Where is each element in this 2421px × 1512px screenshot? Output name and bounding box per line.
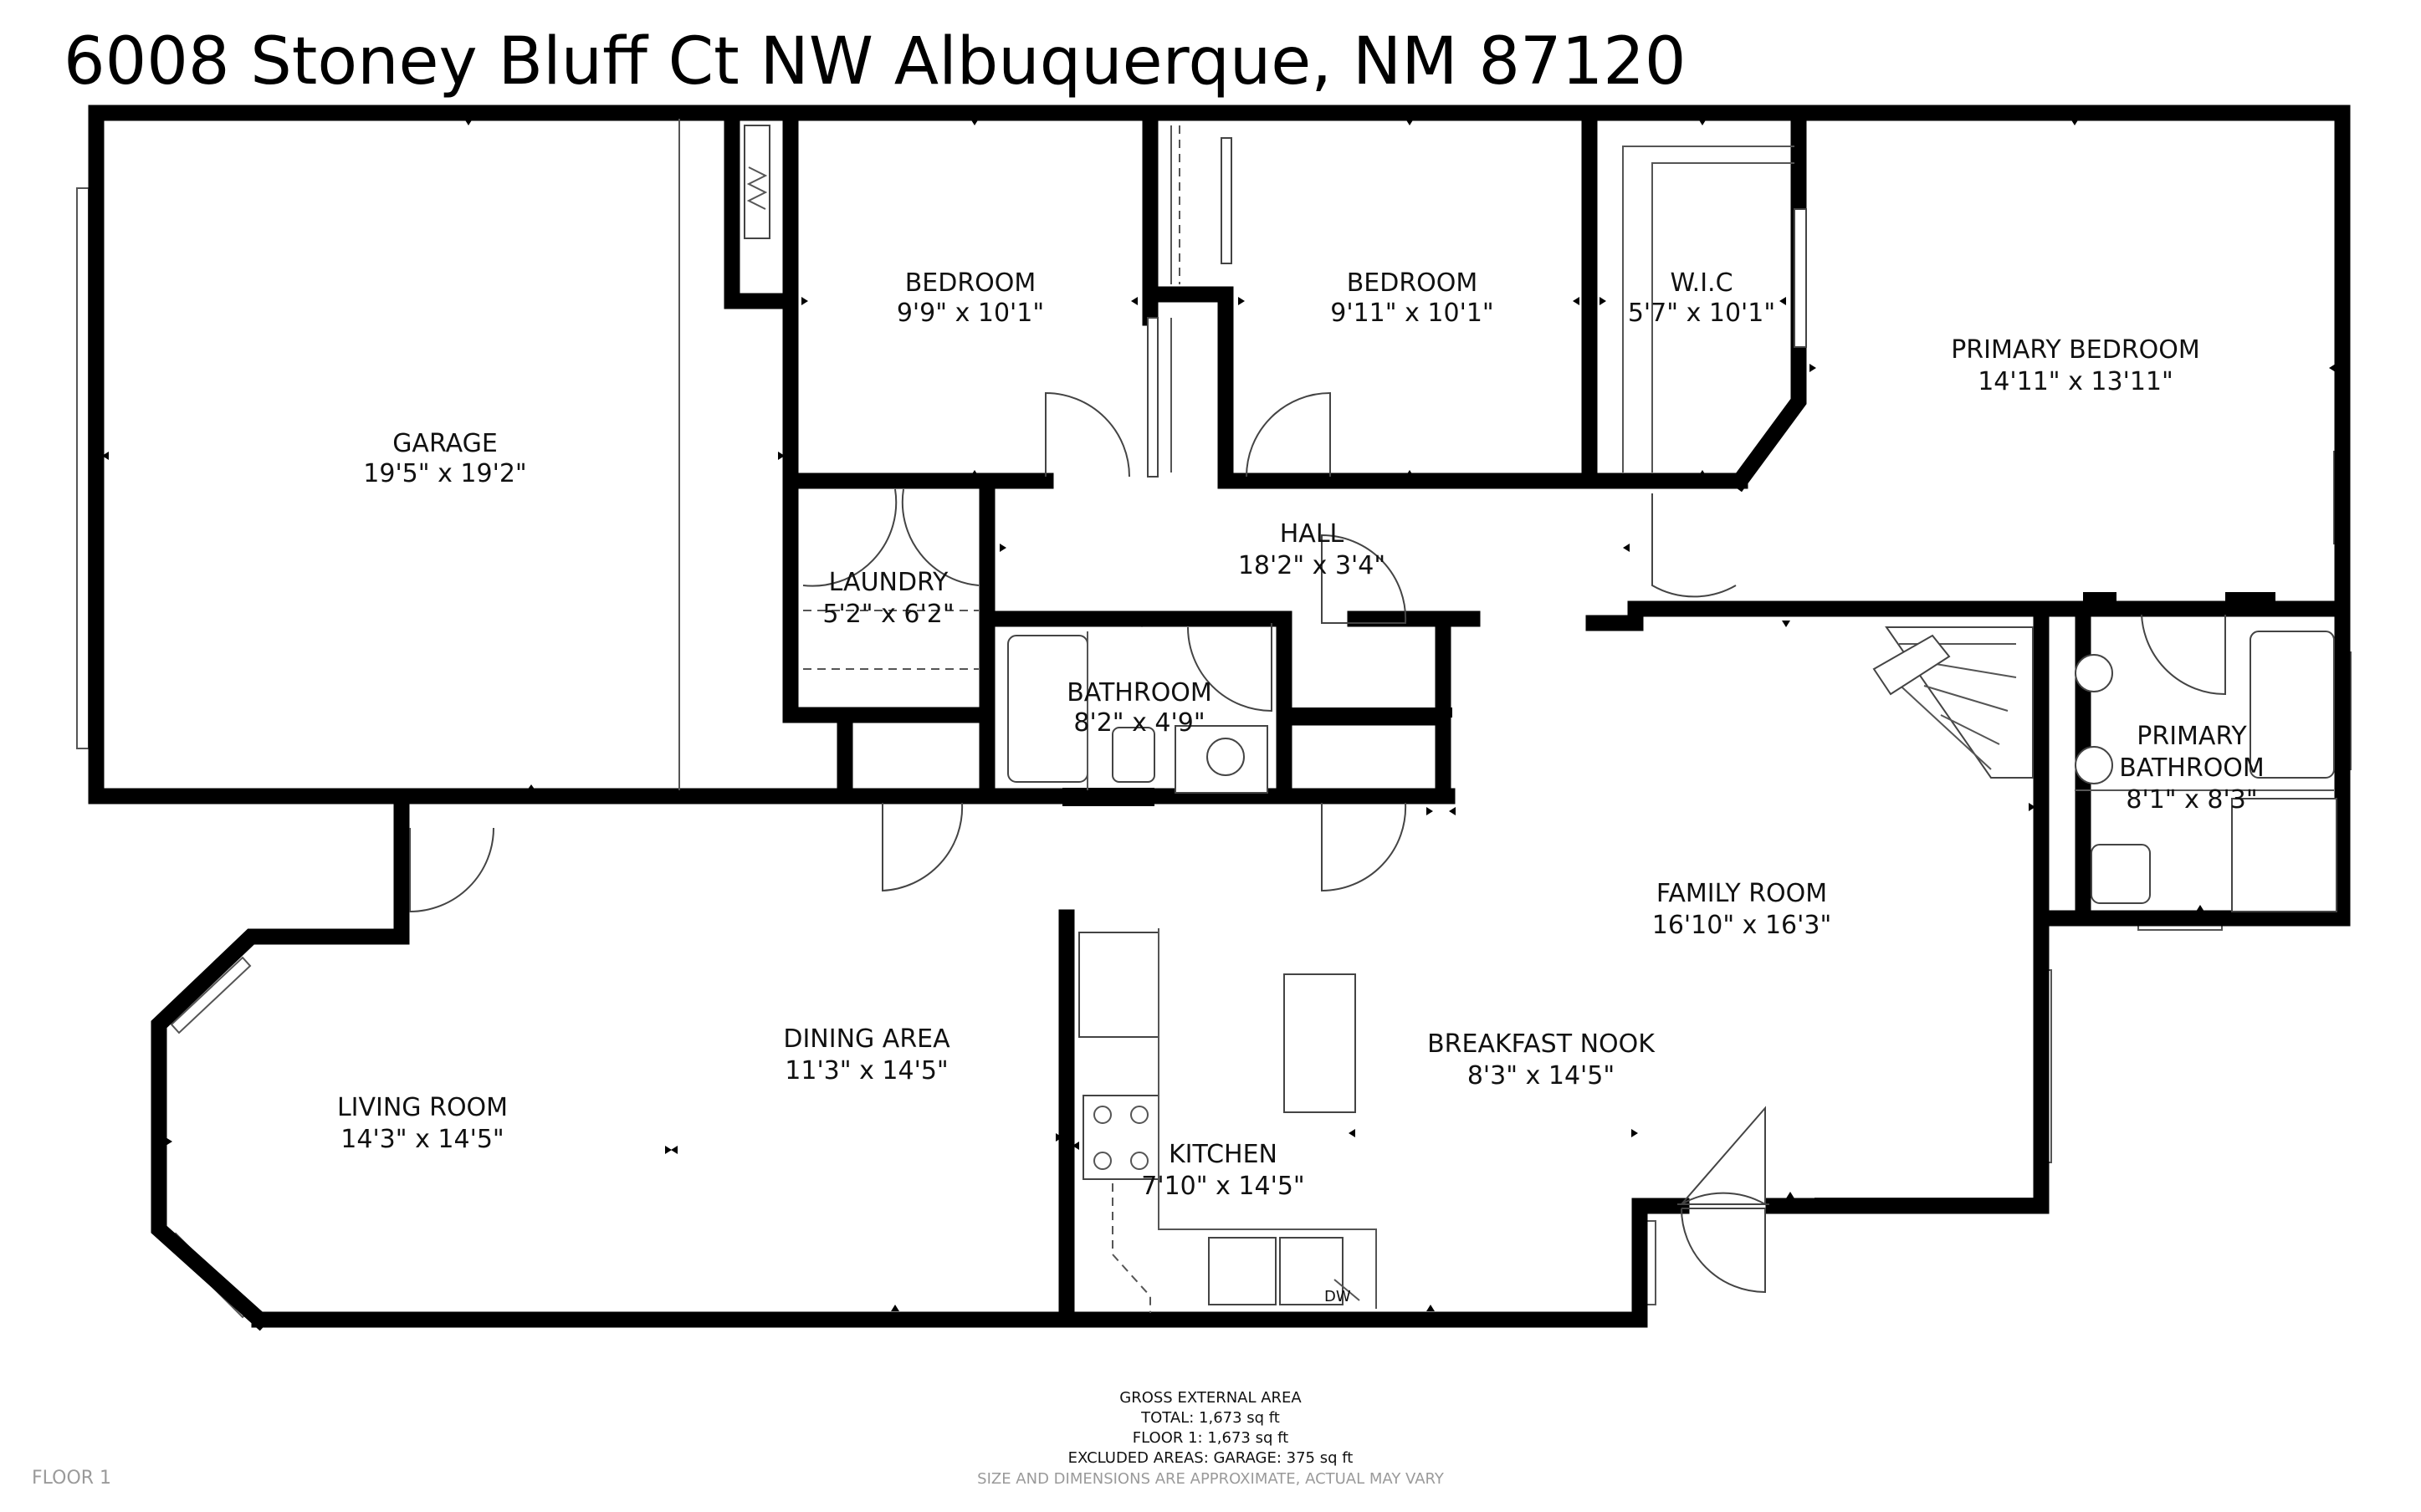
svg-text:8'3" x 14'5": 8'3" x 14'5" [1467,1061,1615,1091]
doors [409,391,2226,1294]
room-label-bedroom-2: BEDROOM 9'11" x 10'1" [1330,268,1493,328]
svg-text:BEDROOM: BEDROOM [1347,268,1478,298]
interior-lines [678,119,2337,1313]
svg-text:W.I.C: W.I.C [1670,268,1733,298]
svg-text:7'10" x 14'5": 7'10" x 14'5" [1141,1172,1304,1201]
svg-text:GARAGE: GARAGE [392,429,498,458]
room-label-family-room: FAMILY ROOM 16'10" x 16'3" [1652,879,1832,940]
area-summary: GROSS EXTERNAL AREA TOTAL: 1,673 sq ft F… [977,1389,1445,1488]
page-title: 6008 Stoney Bluff Ct NW Albuquerque, NM … [64,24,1686,100]
svg-text:GROSS EXTERNAL AREA: GROSS EXTERNAL AREA [1119,1389,1302,1407]
room-label-bathroom: BATHROOM 8'2" x 4'9" [1067,678,1212,738]
room-label-primary-bedroom: PRIMARY BEDROOM 14'11" x 13'11" [1951,335,2200,396]
svg-text:5'2" x 6'2": 5'2" x 6'2" [822,600,954,629]
room-label-laundry: LAUNDRY 5'2" x 6'2" [822,568,954,629]
room-label-dining-area: DINING AREA 11'3" x 14'5" [783,1024,950,1085]
walls [88,105,2351,1331]
svg-text:9'11" x 10'1": 9'11" x 10'1" [1330,299,1493,328]
dimension-ticks [102,119,2336,1311]
svg-text:BREAKFAST NOOK: BREAKFAST NOOK [1427,1029,1656,1059]
svg-text:EXCLUDED AREAS: GARAGE: 375 sq: EXCLUDED AREAS: GARAGE: 375 sq ft [1068,1449,1354,1467]
dishwasher-label: DW [1324,1288,1351,1305]
room-label-living-room: LIVING ROOM 14'3" x 14'5" [337,1093,508,1154]
svg-text:SIZE AND DIMENSIONS ARE APPROX: SIZE AND DIMENSIONS ARE APPROXIMATE, ACT… [977,1470,1445,1488]
svg-text:9'9" x 10'1": 9'9" x 10'1" [897,299,1044,328]
room-label-hall: HALL 18'2" x 3'4" [1238,519,1385,580]
room-label-wic: W.I.C 5'7" x 10'1" [1628,268,1775,328]
room-label-breakfast-nook: BREAKFAST NOOK 8'3" x 14'5" [1427,1029,1656,1091]
room-label-primary-bathroom: PRIMARY BATHROOM 8'1" x 8'3" [2119,722,2265,815]
svg-text:BATHROOM: BATHROOM [1067,678,1212,707]
svg-text:HALL: HALL [1280,519,1344,549]
svg-text:DINING AREA: DINING AREA [783,1024,950,1054]
svg-text:LIVING ROOM: LIVING ROOM [337,1093,508,1122]
room-label-garage: GARAGE 19'5" x 19'2" [363,429,526,488]
svg-text:FAMILY ROOM: FAMILY ROOM [1656,879,1827,908]
svg-text:PRIMARY BEDROOM: PRIMARY BEDROOM [1951,335,2200,365]
svg-text:14'3" x 14'5": 14'3" x 14'5" [340,1125,504,1154]
svg-text:8'1" x 8'3": 8'1" x 8'3" [2126,785,2257,815]
svg-text:5'7" x 10'1": 5'7" x 10'1" [1628,299,1775,328]
floor-label: FLOOR 1 [32,1468,111,1489]
svg-text:LAUNDRY: LAUNDRY [829,568,949,597]
room-label-kitchen: KITCHEN 7'10" x 14'5" [1141,1140,1304,1201]
svg-text:PRIMARY: PRIMARY [2137,722,2247,751]
svg-text:BATHROOM: BATHROOM [2119,753,2265,783]
svg-text:14'11" x 13'11": 14'11" x 13'11" [1978,367,2173,396]
svg-text:BEDROOM: BEDROOM [905,268,1036,298]
svg-text:8'2" x 4'9": 8'2" x 4'9" [1073,708,1205,738]
svg-text:16'10" x 16'3": 16'10" x 16'3" [1652,911,1832,940]
room-label-bedroom-1: BEDROOM 9'9" x 10'1" [897,268,1044,328]
svg-text:19'5" x 19'2": 19'5" x 19'2" [363,459,526,488]
svg-text:18'2" x 3'4": 18'2" x 3'4" [1238,551,1385,580]
svg-text:FLOOR 1: 1,673 sq ft: FLOOR 1: 1,673 sq ft [1133,1429,1288,1447]
svg-text:TOTAL: 1,673 sq ft: TOTAL: 1,673 sq ft [1140,1409,1280,1427]
svg-text:KITCHEN: KITCHEN [1169,1140,1277,1169]
svg-text:11'3" x 14'5": 11'3" x 14'5" [785,1056,948,1085]
